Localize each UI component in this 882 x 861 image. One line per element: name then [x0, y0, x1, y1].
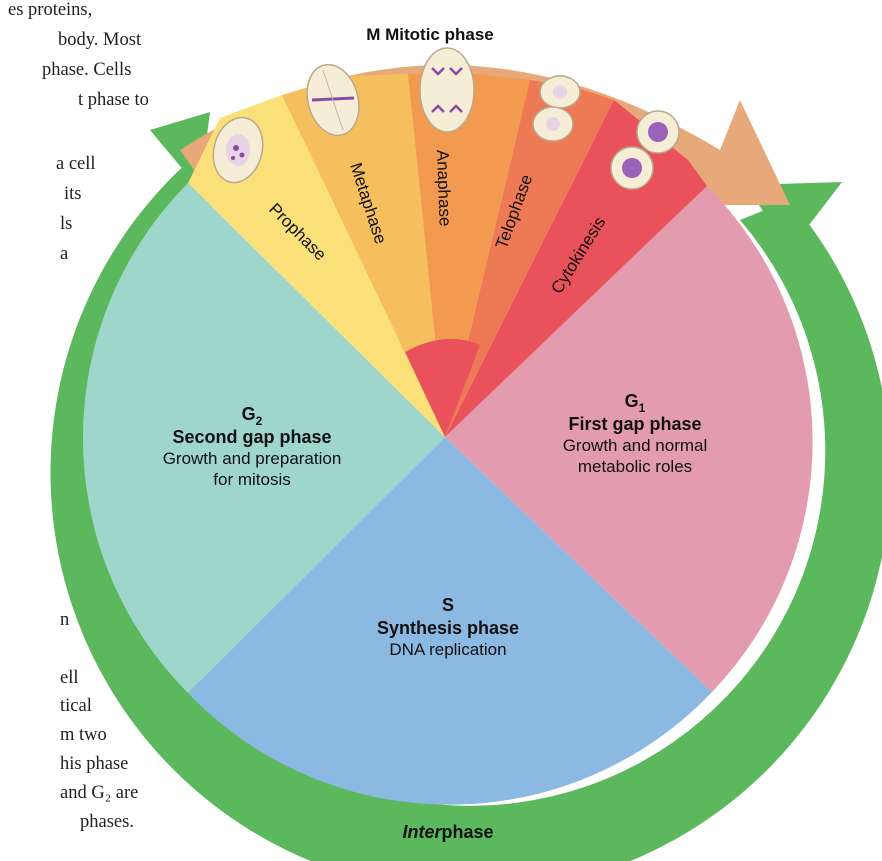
g2-subscript: 2: [256, 414, 263, 428]
g1-label-group: G1 First gap phase Growth and normal met…: [563, 391, 708, 476]
bg-line: es proteins,: [8, 0, 93, 20]
g1-name: First gap phase: [568, 414, 701, 434]
cytokinesis-cell-icon: [610, 110, 680, 190]
interphase-label: Interphase: [402, 822, 493, 842]
g1-wedge: [445, 186, 813, 692]
prophase-cell-icon: [212, 116, 264, 184]
bg-line: n: [60, 610, 70, 630]
bg-line: ls: [60, 214, 73, 234]
g1-desc-1: Growth and normal: [563, 436, 708, 455]
s-name: Synthesis phase: [377, 618, 519, 638]
svg-text:G2: G2: [242, 404, 263, 428]
bg-line: body. Most: [58, 30, 142, 50]
bg-line: m two: [60, 725, 107, 745]
g1-desc-2: metabolic roles: [578, 457, 692, 476]
prophase-wedge: [188, 95, 445, 437]
g2-wedge: [82, 183, 445, 693]
g1-letter: G: [625, 391, 639, 411]
bg-line: phases.: [80, 812, 134, 832]
s-letter: S: [442, 595, 454, 615]
metaphase-wedge: [282, 74, 445, 437]
g1-subscript: 1: [639, 401, 646, 415]
bg-line: its: [64, 184, 82, 204]
bg-line: tical: [60, 696, 92, 716]
g2-desc-1: Growth and preparation: [163, 449, 342, 468]
telophase-cell-icon: [532, 75, 581, 142]
svg-text:G1: G1: [625, 391, 646, 415]
bg-line: and G₂ are: [60, 783, 139, 803]
g2-name: Second gap phase: [172, 427, 331, 447]
bg-line: t phase to: [78, 90, 149, 110]
mitotic-phase-label: M Mitotic phase: [366, 25, 494, 44]
bg-line: ell: [60, 668, 79, 688]
bg-line: phase. Cells: [42, 60, 132, 80]
s-label-group: S Synthesis phase DNA replication: [377, 595, 519, 659]
anaphase-label: Anaphase: [433, 149, 455, 226]
telophase-wedge: [445, 80, 614, 437]
g2-letter: G: [242, 404, 256, 424]
s-wedge: [188, 437, 712, 805]
s-desc-1: DNA replication: [389, 640, 506, 659]
bg-line: a: [60, 244, 69, 264]
center-core: [405, 338, 480, 437]
metaphase-cell-icon: [306, 63, 360, 137]
bg-line: his phase: [60, 754, 129, 774]
bg-line: a cell: [56, 154, 96, 174]
g2-desc-2: for mitosis: [213, 470, 290, 489]
anaphase-cell-icon: [419, 47, 475, 133]
g2-label-group: G2 Second gap phase Growth and preparati…: [163, 404, 342, 489]
